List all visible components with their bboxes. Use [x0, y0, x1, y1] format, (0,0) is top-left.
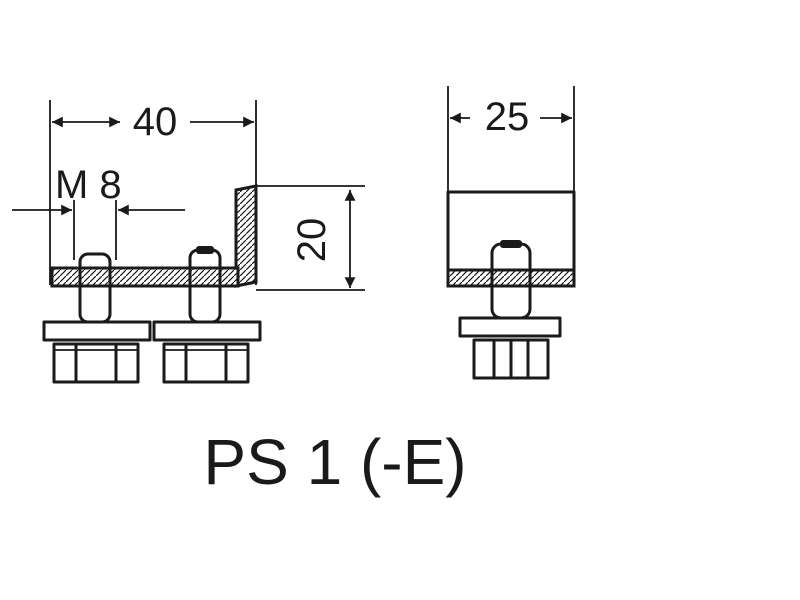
- bolt-right-tip: [196, 246, 214, 254]
- bolt-end-washer: [458, 316, 562, 338]
- end-bar: [446, 268, 576, 288]
- bolt-right-nut: [162, 342, 250, 384]
- bolt-left: [42, 252, 152, 384]
- bolt-end-nut: [472, 338, 550, 380]
- dim-thread-label: M 8: [55, 163, 122, 207]
- part-caption: PS 1 (-E): [203, 426, 466, 498]
- bolt-right-washer: [152, 320, 262, 342]
- bolt-end: [458, 240, 562, 380]
- dim-width-side: 40: [133, 100, 178, 144]
- dim-height: 20: [290, 218, 334, 263]
- bolt-left-shank: [78, 252, 112, 324]
- bolt-end-tip: [500, 240, 522, 248]
- vertical-plate: [234, 184, 258, 288]
- bolt-right: [152, 246, 262, 384]
- bolt-left-nut: [52, 342, 140, 384]
- dim-width-end: 25: [485, 95, 530, 139]
- end-view: 25: [446, 86, 576, 380]
- side-view: 40 M 8 20: [12, 100, 365, 384]
- bolt-left-washer: [42, 320, 152, 342]
